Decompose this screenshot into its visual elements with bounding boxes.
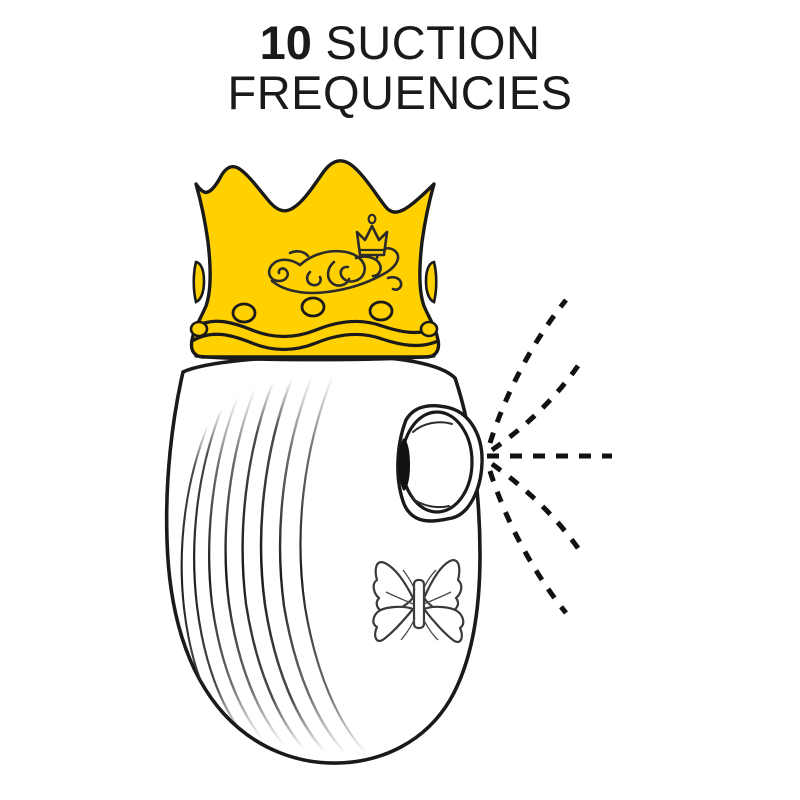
rib-line [259,376,327,754]
crown [189,159,441,362]
crown-swirl-flourish [267,247,403,295]
rib-line [241,380,306,751]
suction-wave-down-inner [490,461,587,559]
suction-wave-up-outer [487,298,568,444]
suction-wave-down-outer [487,470,568,615]
butterfly-vein [422,569,437,591]
page-title: 10 SUCTION FREQUENCIES [0,16,800,120]
butterfly-vein [423,591,452,605]
crown-base-line [194,354,436,362]
crown-band-wave-upper [192,319,438,338]
rib-line [299,373,369,756]
rib-line [208,394,265,742]
crown-jewel [300,296,326,318]
crown-body [189,159,441,359]
crown-band-nub-right [419,320,439,338]
butterfly-vein [402,569,416,591]
rib-line [224,386,286,747]
suction-nozzle [396,404,484,523]
crown-side-ornament-left [192,260,206,304]
mini-crown-orb [367,213,377,225]
nozzle-rim [400,410,474,514]
nozzle-accent [398,438,410,491]
crown-jewel [368,300,394,322]
title-count: 10 [259,16,312,69]
rib-line [193,406,245,736]
butterfly-body [412,578,426,630]
suction-wave-up-inner [490,355,587,453]
butterfly-wing-lower-right [422,605,465,644]
suction-wave-lines [487,298,612,615]
title-line-1-rest: SUCTION [311,16,541,69]
butterfly-vein [422,617,439,641]
crown-band-nub-left [189,320,209,338]
nozzle-highlight-top [412,421,453,433]
butterfly-decal [372,559,465,644]
nozzle-highlight-bottom [411,497,450,509]
mini-crown-emblem [355,213,389,257]
butterfly-vein [400,617,416,641]
rib-line [278,374,348,756]
mini-crown-shape [355,224,389,257]
title-line-2: FREQUENCIES [227,66,573,120]
crown-jewel [231,302,257,324]
crown-side-ornament-right [424,260,438,304]
title-line-1: 10 SUCTION [0,16,800,69]
butterfly-vein [385,591,414,605]
crown-band-wave-lower [190,332,440,351]
butterfly-wing-lower-left [372,605,415,643]
